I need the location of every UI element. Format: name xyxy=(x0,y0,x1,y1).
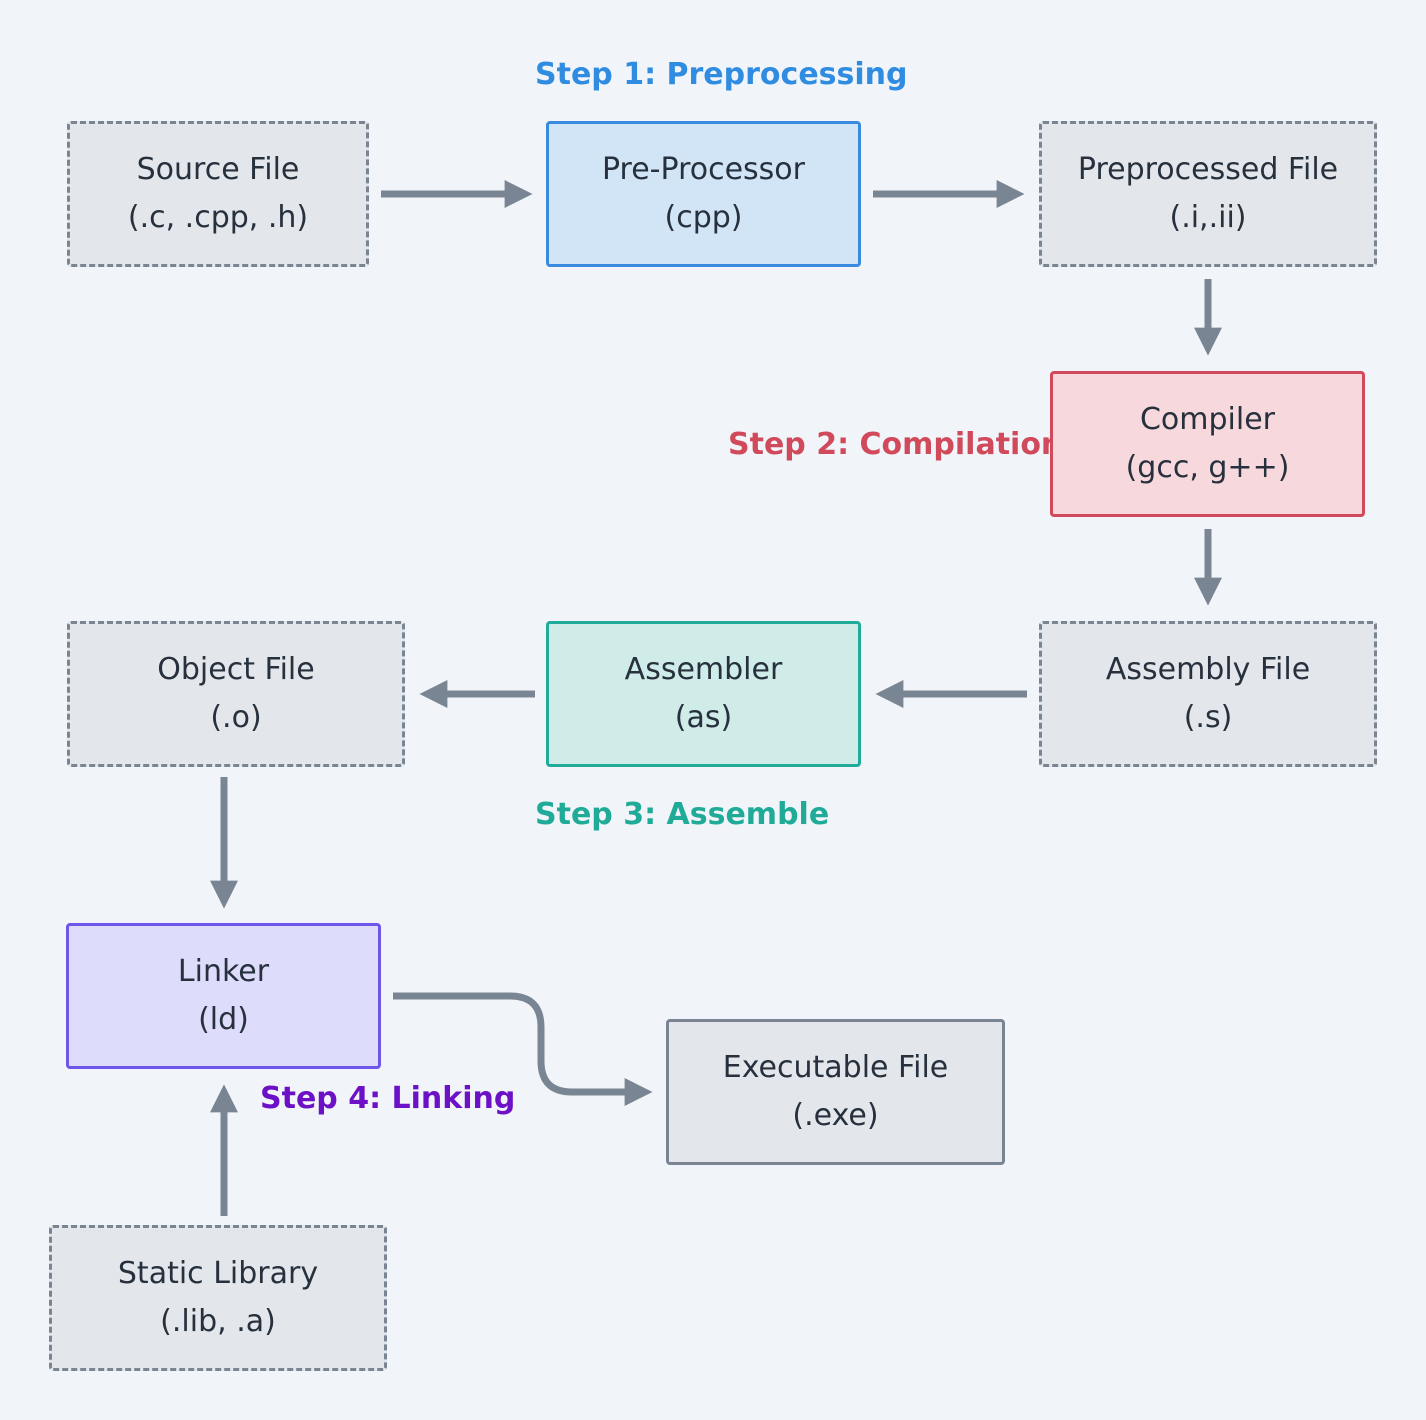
assembly-file-node: Assembly File (.s) xyxy=(1039,621,1377,767)
step1-label: Step 1: Preprocessing xyxy=(535,57,908,92)
linker-title: Linker xyxy=(177,954,270,989)
compiler-title: Compiler xyxy=(1139,402,1276,437)
assembler-title: Assembler xyxy=(624,652,783,687)
linker-command: (ld) xyxy=(198,1002,249,1037)
pre-processor-command: (cpp) xyxy=(664,200,743,235)
preprocessed-file-node: Preprocessed File (.i,.ii) xyxy=(1039,121,1377,267)
object-file-extensions: (.o) xyxy=(210,700,262,735)
step3-label: Step 3: Assemble xyxy=(535,797,830,832)
preprocessed-file-title: Preprocessed File xyxy=(1077,152,1339,187)
static-library-extensions: (.lib, .a) xyxy=(160,1304,276,1339)
source-file-title: Source File xyxy=(136,152,300,187)
compiler-node: Compiler (gcc, g++) xyxy=(1050,371,1365,517)
executable-file-extensions: (.exe) xyxy=(792,1098,879,1133)
arrow-linker-to-executable xyxy=(393,992,653,1106)
assembly-file-title: Assembly File xyxy=(1105,652,1311,687)
assembler-node: Assembler (as) xyxy=(546,621,861,767)
object-file-node: Object File (.o) xyxy=(67,621,405,767)
step2-label: Step 2: Compilation xyxy=(728,427,1063,462)
pre-processor-node: Pre-Processor (cpp) xyxy=(546,121,861,267)
linker-node: Linker (ld) xyxy=(66,923,381,1069)
pre-processor-title: Pre-Processor xyxy=(601,152,805,187)
compiler-command: (gcc, g++) xyxy=(1125,450,1290,485)
object-file-title: Object File xyxy=(157,652,315,687)
executable-file-title: Executable File xyxy=(722,1050,949,1085)
step4-label: Step 4: Linking xyxy=(260,1081,516,1116)
source-file-extensions: (.c, .cpp, .h) xyxy=(127,200,309,235)
assembler-command: (as) xyxy=(674,700,733,735)
executable-file-node: Executable File (.exe) xyxy=(666,1019,1005,1165)
preprocessed-file-extensions: (.i,.ii) xyxy=(1169,200,1247,235)
source-file-node: Source File (.c, .cpp, .h) xyxy=(67,121,369,267)
assembly-file-extensions: (.s) xyxy=(1183,700,1233,735)
static-library-title: Static Library xyxy=(117,1256,319,1291)
static-library-node: Static Library (.lib, .a) xyxy=(49,1225,387,1371)
